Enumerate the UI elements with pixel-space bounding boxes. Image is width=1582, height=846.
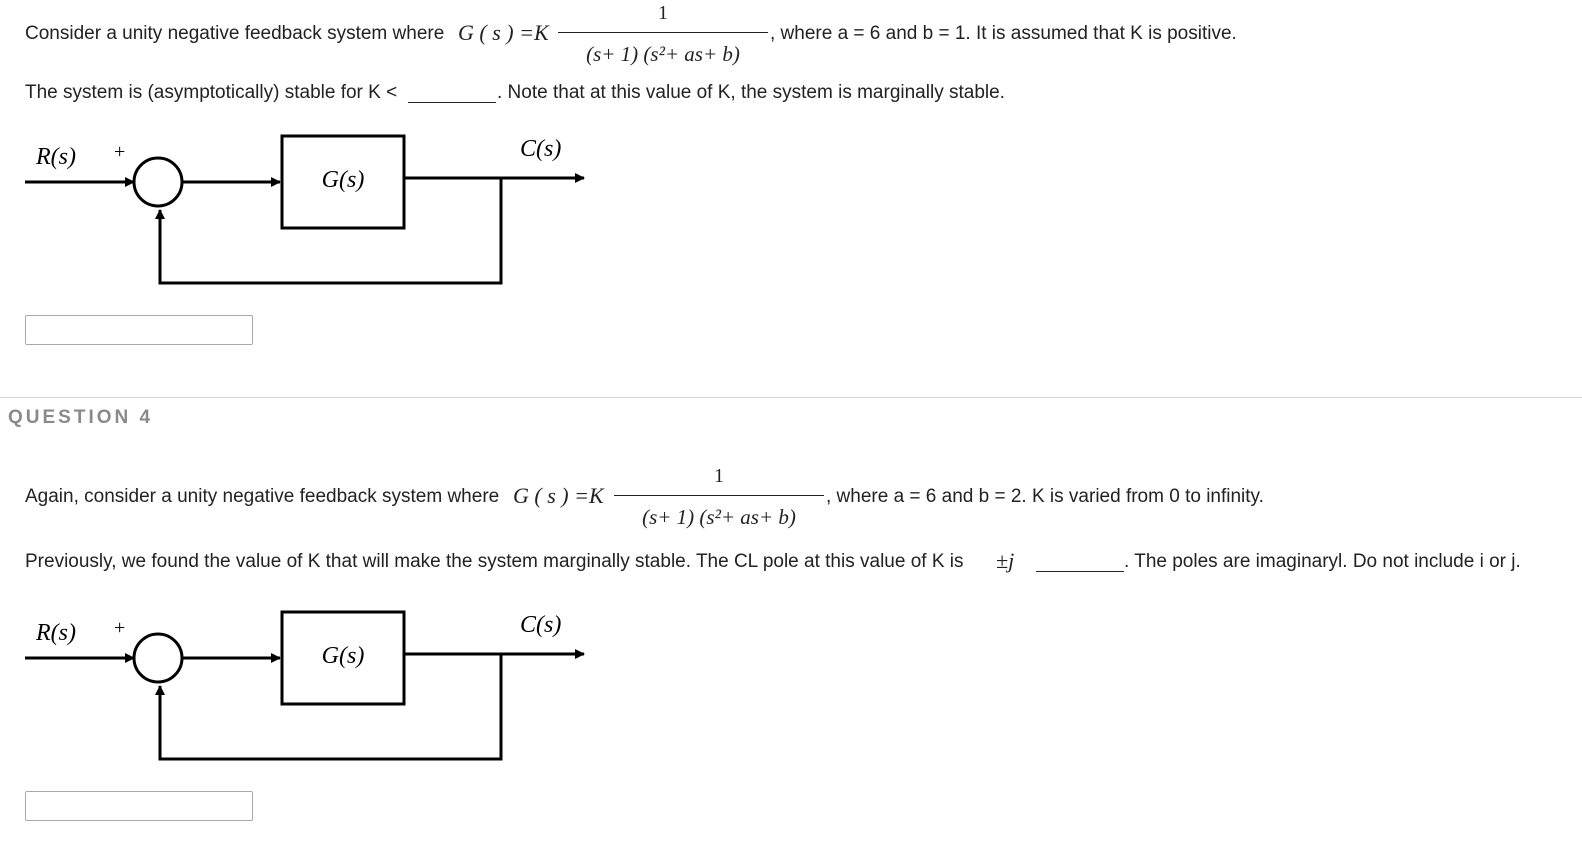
q4-after-blank-text: . The poles are imaginaryl. Do not inclu… (1124, 551, 1521, 572)
q4-fraction-denominator: (s+ 1) (s²+ as+ b) (614, 505, 824, 530)
q3-plant-block (280, 134, 406, 230)
q3-block-diagram: R(s) + C(s) G(s) (25, 134, 585, 285)
q3-input-label: R(s) (35, 144, 76, 170)
q3-answer-input[interactable] (25, 315, 253, 345)
q4-block-diagram: R(s) + C(s) G(s) (25, 610, 585, 761)
q3-summing-junction (132, 156, 184, 208)
q4-plus-sign: + (114, 617, 125, 639)
q4-inline-blank (1036, 555, 1124, 572)
q3-after-blank-text: . Note that at this value of K, the syst… (497, 82, 1005, 103)
q3-plus-sign: + (114, 141, 125, 163)
q3-fraction-line (558, 32, 768, 33)
q4-plant-block (280, 610, 406, 706)
q3-inline-blank (408, 86, 496, 103)
q4-plant-label: G(s) (322, 643, 365, 669)
q3-stable-text: The system is (asymptotically) stable fo… (25, 82, 398, 103)
q4-output-label: C(s) (520, 612, 561, 638)
q4-intro-text: Again, consider a unity negative feedbac… (25, 486, 500, 507)
q3-fraction-denominator: (s+ 1) (s²+ as+ b) (558, 42, 768, 67)
q3-gs-label: G ( s ) =K (458, 20, 549, 45)
q4-fraction-numerator: 1 (714, 465, 724, 487)
q4-params-text: , where a = 6 and b = 2. K is varied fro… (826, 486, 1264, 507)
q4-input-label: R(s) (35, 620, 76, 646)
q4-gs-label: G ( s ) =K (513, 483, 604, 508)
q3-intro-text: Consider a unity negative feedback syste… (25, 23, 445, 44)
q4-fraction-line (614, 495, 824, 496)
q4-pole-text: Previously, we found the value of K that… (25, 551, 964, 572)
q3-plant-label: G(s) (322, 167, 365, 193)
question-divider (0, 397, 1582, 398)
q4-feedback-path (155, 654, 503, 761)
q3-denominator-expr: (s+ 1) (s²+ as+ b) (586, 42, 740, 66)
question-4-heading: QUESTION 4 (8, 407, 154, 428)
q3-fraction-numerator: 1 (658, 2, 668, 24)
q3-feedback-path (155, 178, 503, 285)
q4-plus-minus-j: ±j (996, 548, 1015, 573)
q4-summing-junction (132, 632, 184, 684)
q4-answer-input[interactable] (25, 791, 253, 821)
q4-denominator-expr: (s+ 1) (s²+ as+ b) (642, 505, 796, 529)
q3-output-label: C(s) (520, 136, 561, 162)
q3-params-text: , where a = 6 and b = 1. It is assumed t… (770, 23, 1237, 44)
